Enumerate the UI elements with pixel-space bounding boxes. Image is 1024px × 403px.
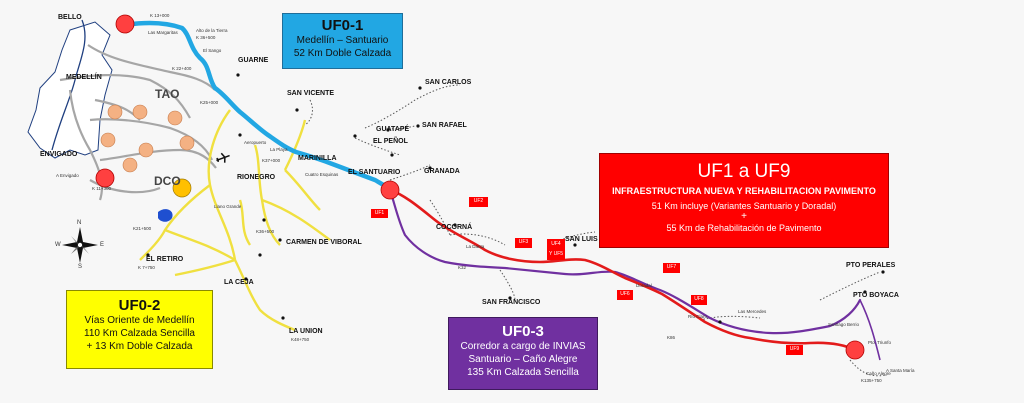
label-aeropuerto: Aeropuerto [244,140,267,145]
uf19-line2: 55 Km de Rehabilitación de Pavimento [666,223,822,233]
label-envigado: ENVIGADO [40,151,78,158]
uf03-line3: 135 Km Calzada Sencilla [467,367,579,378]
label-rionegro: RIONEGRO [237,174,276,181]
label-guatape: GUATAPÉ [376,126,410,133]
label-cano: Caño Alegre [866,371,891,376]
label-santa-maria: A Santa María [886,368,915,373]
label-doradal: Doradal [636,283,652,288]
label-santiago: Santiago Berrio [828,322,860,327]
label-samana: La Danta [466,244,485,249]
compass-n: N [77,220,82,226]
label-rio-claro: Río Claro [688,314,708,319]
uf19-plus: + [741,211,747,222]
uf19-corridor [388,188,857,352]
uf19-subtitle: INFRAESTRUCTURA NUEVA Y REHABILITACION P… [612,186,876,196]
label-san-luis: SAN LUIS [565,236,598,243]
label-k11: K 11+300 [92,186,112,191]
uf01-line2: 52 Km Doble Calzada [293,48,392,59]
tag-uf9: UF9 [786,345,803,355]
uf01-title: UF0-1 [321,17,364,34]
label-k135: K135+750 [861,378,882,383]
tag-uf8: UF8 [691,295,707,305]
label-alto-tierra: Alto de la Tierra [196,28,228,33]
label-k13: K 13+000 [150,13,170,18]
label-la-playa: La Playa [270,147,288,152]
compass-s: S [78,264,83,270]
tag-uf3: UF3 [515,238,532,248]
label-el-retiro: EL RETIRO [146,256,184,263]
airplane-icon [216,152,230,163]
label-k49: K48+750 [291,337,310,342]
tag-uf7: UF7 [663,263,680,273]
label-pto-boyaca: PTO BOYACA [853,292,899,299]
uf01-corridor [122,20,393,193]
label-k36b: K36+500 [256,229,275,234]
uf03-title: UF0-3 [502,323,544,340]
uf03-south [859,299,881,361]
dotted-roads [304,84,886,377]
label-medellin: MEDELLÍN [66,74,102,81]
label-sango: El Sango [203,48,222,53]
uf02-line1: Vías Oriente de Medellín [84,315,195,326]
label-el-penol: EL PEÑOL [373,138,408,145]
label-cocorna: COCORNÁ [436,224,473,231]
label-carmen: CARMEN DE VIBORAL [286,239,362,246]
medellin-river [51,19,86,151]
label-las-mercedes: Las Mercedes [738,309,767,314]
compass-e: E [100,242,105,248]
label-san-vicente: SAN VICENTE [287,90,335,97]
uf02-line2: 110 Km Calzada Sencilla [84,328,195,339]
zone-circles [100,104,195,198]
tag-uf1: UF1 [371,209,388,218]
label-k37: K37+000 [262,158,281,163]
label-marinilla: MARINILLA [298,155,337,162]
label-k36: K 36+500 [196,35,216,40]
label-cuatro: Cuatro Esquinas [305,172,339,177]
label-k32: K32 [458,265,467,270]
compass-w: W [55,242,61,248]
compass-rose-icon [62,227,98,263]
label-k7: K 7+750 [138,265,155,270]
label-k86: K86 [667,335,676,340]
label-san-carlos: SAN CARLOS [425,79,472,86]
red-markers [95,14,865,360]
uf19-box: UF1 a UF9 INFRAESTRUCTURA NUEVA Y REHABI… [599,153,889,248]
uf03-line2: Santuario – Caño Alegre [468,354,578,365]
tag-uf2: UF2 [469,197,488,207]
label-san-francisco: SAN FRANCISCO [482,299,541,306]
label-pto-perales: PTO PERALES [846,262,896,269]
uf01-line1: Medellín – Santuario [296,35,389,46]
label-san-rafael: SAN RAFAEL [422,122,467,129]
uf02-box: UF0-2 Vías Oriente de Medellín 110 Km Ca… [66,290,213,369]
uf19-title: UF1 a UF9 [697,161,791,182]
uf19-line1: 51 Km incluye (Variantes Santuario y Dor… [651,201,837,211]
tag-uf6: UF6 [617,290,633,300]
label-k22: K 22+400 [172,66,192,71]
label-envigado-a: A Envigado [56,173,79,178]
tag-uf4-uf5: UF4 Y UF5 [547,239,565,260]
uf02-roads [139,109,331,332]
label-la-ceja: LA CEJA [224,279,254,286]
label-k21: K21+500 [133,226,152,231]
label-granada: GRANADA [424,168,460,175]
label-margaritas: Las Margaritas [148,30,178,35]
label-triunfo: Pto. Triunfo [868,340,892,345]
label-dco: DCO [154,174,181,188]
label-el-santuario: EL SANTUARIO [348,169,401,176]
uf02-title: UF0-2 [118,297,161,314]
uf03-box: UF0-3 Corredor a cargo de INVIAS Santuar… [448,317,598,390]
label-la-union: LA UNION [289,328,323,335]
reservoir [158,209,173,222]
uf03-line1: Corredor a cargo de INVIAS [460,341,586,352]
label-llanogrande: Llano Grande [214,204,242,209]
label-guarne: GUARNE [238,57,269,64]
uf01-box: UF0-1 Medellín – Santuario 52 Km Doble C… [282,13,403,69]
label-k25: K25+000 [200,100,219,105]
label-tao: TAO [155,87,180,101]
town-dots [146,73,885,324]
label-bello: BELLO [58,14,82,21]
uf02-line3: + 13 Km Doble Calzada [86,341,193,352]
